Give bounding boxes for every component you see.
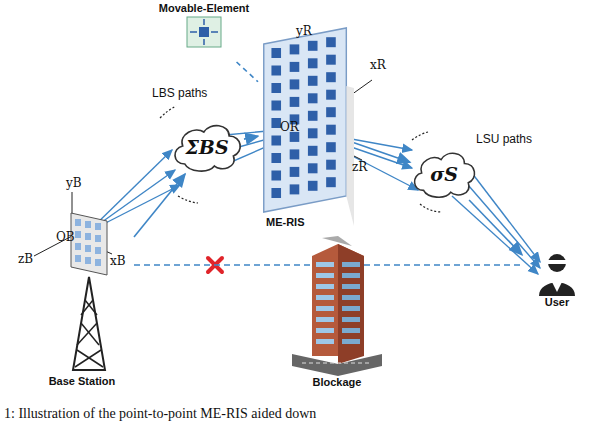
node-label: ΣBS — [170, 120, 244, 174]
axis-label: xB — [110, 254, 126, 268]
origin-label: OB — [56, 230, 75, 244]
ray-connector — [134, 174, 185, 237]
ray-connector — [244, 136, 258, 139]
blockage-building: Blockage — [280, 236, 394, 396]
axis-label: zR — [352, 160, 367, 174]
node-label: σS — [410, 148, 478, 200]
node-label: User — [522, 296, 592, 308]
ris-panel: ME-RIS — [258, 26, 354, 226]
axis-label: xR — [370, 58, 386, 72]
scatter-cloud: σS — [410, 148, 478, 200]
path-label: LBS paths — [152, 86, 207, 100]
node-label: Movable-Element — [150, 2, 258, 14]
scatter-cloud: ΣBS — [170, 120, 244, 174]
axis-label: zB — [18, 252, 33, 266]
movable-element-icon: Movable-Element — [150, 2, 258, 62]
node-label: ME-RIS — [266, 216, 305, 228]
base-station: Base Station — [30, 205, 134, 397]
ray-connector — [469, 200, 522, 255]
node-label: Blockage — [280, 376, 394, 388]
user-icon: User — [522, 252, 592, 330]
figure-caption: 1: Illustration of the point-to-point ME… — [4, 406, 316, 422]
axis-label: yB — [66, 176, 82, 190]
ray-connector — [237, 62, 258, 82]
node-label: Base Station — [30, 375, 134, 387]
axis-label: yR — [296, 24, 312, 38]
ray-connector — [354, 143, 410, 162]
origin-label: OR — [280, 120, 299, 134]
path-label: LSU paths — [476, 132, 532, 146]
